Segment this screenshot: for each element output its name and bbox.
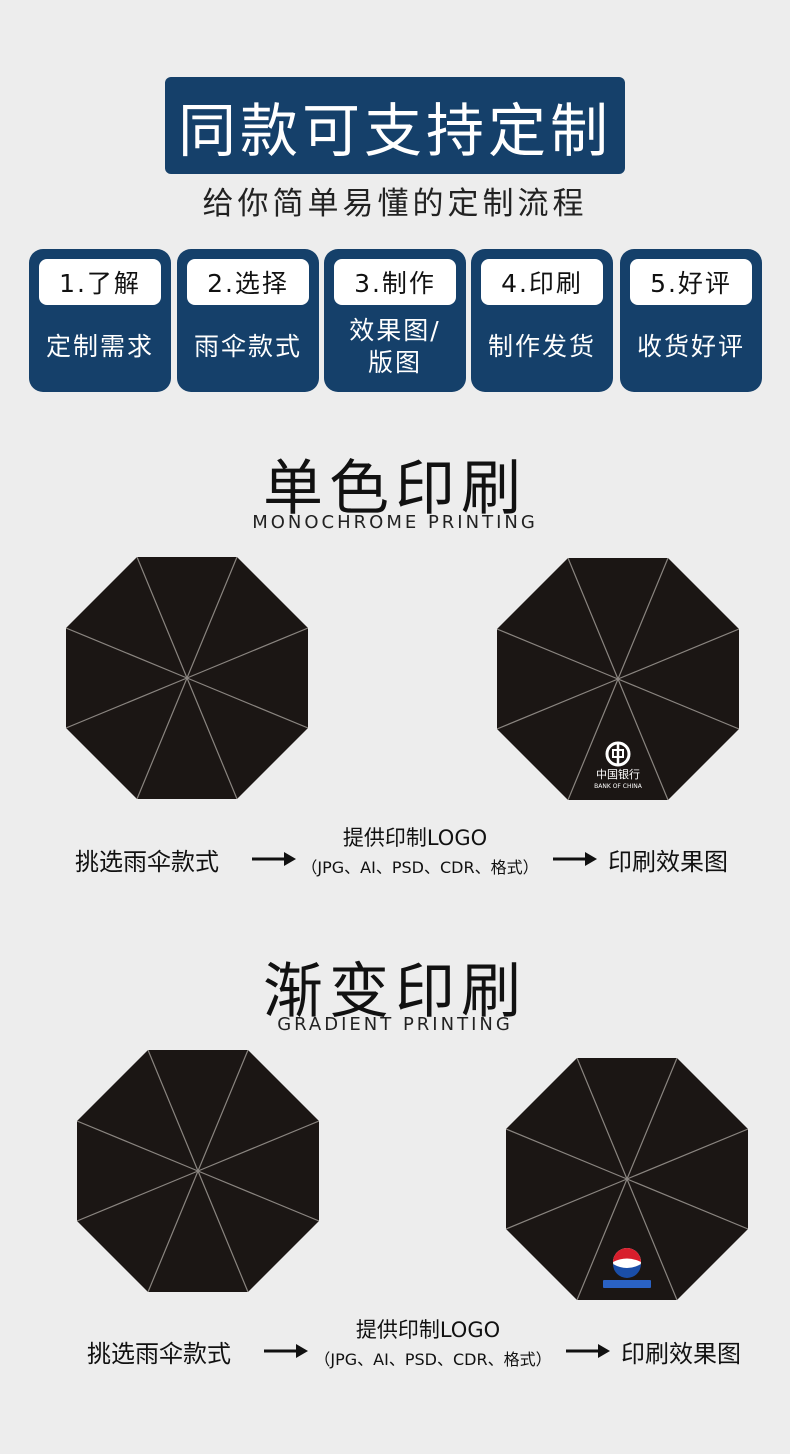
step-text: 制作发货 (487, 332, 596, 361)
umbrella-canopy-printed-gradient (506, 1058, 748, 1300)
flow-formats-mono: （JPG、AI、PSD、CDR、格式） (301, 858, 539, 877)
bank-logo-cn: 中国银行 (596, 767, 640, 781)
main-title: 同款可支持定制 (177, 96, 612, 165)
arrow-right-icon (566, 1344, 610, 1358)
step-text: 雨伞款式 (193, 332, 302, 361)
gradient-subtitle: GRADIENT PRINTING (277, 1014, 513, 1035)
mono-title: 单色印刷 (263, 454, 527, 524)
step-4: 4.印刷 制作发货 (471, 249, 613, 392)
umbrella-ribs (506, 1058, 748, 1300)
step-number: 3.制作 (334, 259, 456, 305)
main-title-banner: 同款可支持定制 (165, 77, 625, 174)
umbrella-canopy-plain-mono (66, 557, 308, 799)
umbrella-canopy-plain-gradient (77, 1050, 319, 1292)
step-number: 1.了解 (39, 259, 161, 305)
step-3: 3.制作 效果图/ 版图 (324, 249, 466, 392)
step-5: 5.好评 收货好评 (620, 249, 762, 392)
step-2: 2.选择 雨伞款式 (177, 249, 319, 392)
subtitle: 给你简单易懂的定制流程 (202, 186, 588, 222)
flow-result-mono: 印刷效果图 (608, 848, 728, 876)
flow-logo-gradient: 提供印制LOGO (355, 1318, 501, 1342)
pepsi-logo (603, 1248, 651, 1288)
step-text: 效果图/ 版图 (349, 316, 441, 377)
bank-logo: 中国银行 BANK OF CHINA (594, 741, 643, 790)
flow-choose-mono: 挑选雨伞款式 (75, 848, 219, 876)
step-number: 5.好评 (630, 259, 752, 305)
bank-logo-en: BANK OF CHINA (594, 783, 643, 790)
mono-subtitle: MONOCHROME PRINTING (252, 512, 538, 533)
gradient-title: 渐变印刷 (263, 957, 527, 1027)
umbrella-ribs (66, 557, 308, 799)
flow-formats-gradient: （JPG、AI、PSD、CDR、格式） (314, 1350, 552, 1369)
step-text: 收货好评 (636, 332, 745, 361)
step-number: 4.印刷 (481, 259, 603, 305)
umbrella-ribs (77, 1050, 319, 1292)
step-1: 1.了解 定制需求 (29, 249, 171, 392)
step-text: 定制需求 (45, 332, 154, 361)
step-number: 2.选择 (187, 259, 309, 305)
flow-result-gradient: 印刷效果图 (621, 1340, 741, 1368)
umbrella-ribs (497, 558, 739, 800)
umbrella-canopy-printed-mono: 中国银行 BANK OF CHINA (497, 558, 739, 800)
flow-choose-gradient: 挑选雨伞款式 (87, 1340, 231, 1368)
arrow-right-icon (553, 852, 597, 866)
flow-logo-mono: 提供印制LOGO (342, 826, 488, 850)
arrow-right-icon (252, 852, 296, 866)
arrow-right-icon (264, 1344, 308, 1358)
